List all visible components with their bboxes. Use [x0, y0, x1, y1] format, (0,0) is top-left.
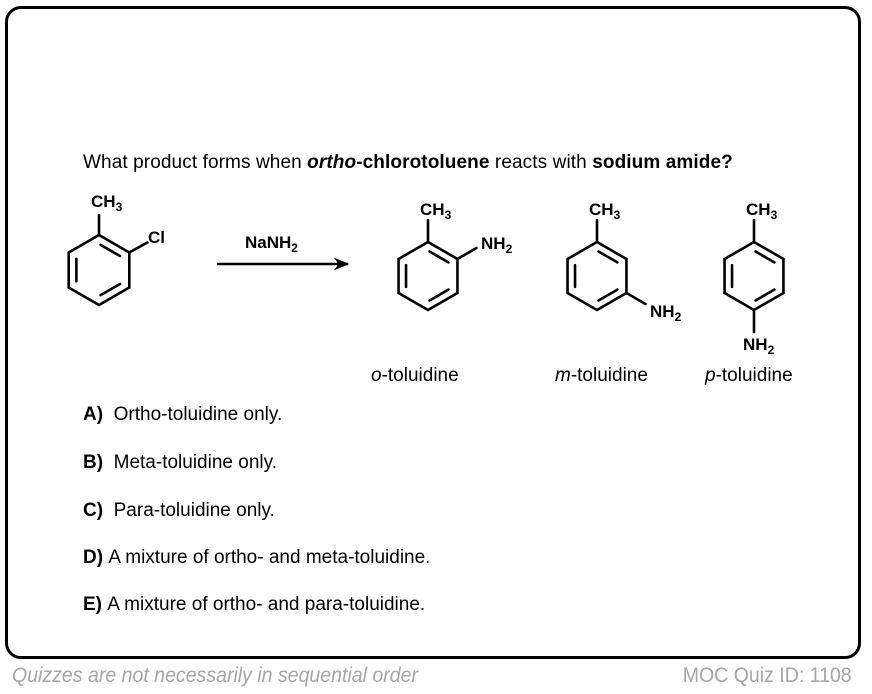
ring-double-bond [99, 243, 122, 258]
option-text: A mixture of ortho- and para-toluidine. [107, 594, 426, 615]
m-ch3-label: CH3 [589, 200, 621, 222]
quiz-card [5, 6, 861, 659]
ring-bond [426, 291, 459, 312]
ring-double-bond [99, 282, 122, 297]
question-ortho: ortho [307, 152, 357, 173]
m-nh2-label: NH2 [650, 302, 682, 324]
ring-bond [723, 291, 756, 312]
p-toluidine-structure [723, 218, 785, 334]
option-letter: E) [83, 594, 102, 615]
ring-bond [595, 291, 628, 312]
m-toluidine-name: m-toluidine [555, 365, 648, 386]
sm-ch3-label: CH3 [91, 192, 123, 214]
option-e[interactable]: E) A mixture of ortho- and para-toluidin… [83, 595, 425, 614]
amine-bond [625, 291, 647, 306]
ring-bond [397, 291, 430, 312]
option-text: Meta-toluidine only. [113, 452, 277, 473]
o-toluidine-name: o-toluidine [371, 365, 459, 386]
amine-bond [456, 246, 478, 261]
option-letter: D) [83, 547, 104, 568]
o-toluidine-structure [397, 218, 478, 312]
ring-bond [752, 240, 785, 261]
question-prefix: What product forms when [83, 152, 308, 173]
ring-bond [426, 240, 459, 261]
o-ch3-label: CH3 [420, 200, 452, 222]
option-c[interactable]: C) Para-toluidine only. [83, 501, 275, 520]
question-text: What product forms when ortho-chlorotolu… [83, 152, 733, 174]
ring-bond [67, 286, 101, 307]
option-text: Para-toluidine only. [113, 500, 275, 521]
option-b[interactable]: B) Meta-toluidine only. [83, 453, 277, 472]
ring-bond [566, 240, 599, 261]
ring-bond [723, 240, 756, 261]
starting-material-structure [67, 213, 149, 307]
reaction-scheme [67, 213, 785, 334]
ring-double-bond [754, 288, 776, 302]
m-toluidine-structure [566, 218, 647, 312]
ring-bond [566, 291, 599, 312]
reagent-label: NaNH2 [245, 233, 298, 255]
question-middle: reacts with [489, 152, 593, 173]
ring-double-bond [754, 250, 776, 264]
p-ch3-label: CH3 [746, 200, 778, 222]
o-nh2-label: NH2 [481, 234, 513, 256]
p-toluidine-name: p-toluidine [705, 365, 793, 386]
option-letter: C) [83, 500, 104, 521]
option-letter: A) [83, 404, 104, 425]
ring-bond [397, 240, 430, 261]
ring-double-bond [428, 288, 450, 302]
ring-bond [67, 233, 101, 254]
option-text: Ortho-toluidine only. [113, 404, 283, 425]
ring-bond [97, 233, 131, 254]
p-nh2-label: NH2 [743, 335, 775, 357]
question-sodium-amide: sodium amide? [592, 152, 733, 173]
option-letter: B) [83, 452, 104, 473]
quiz-id: MOC Quiz ID: 1108 [683, 664, 852, 687]
ring-bond [752, 291, 785, 312]
option-a[interactable]: A) Ortho-toluidine only. [83, 405, 282, 424]
ring-double-bond [428, 250, 450, 264]
sm-cl-label: Cl [148, 228, 165, 247]
option-text: A mixture of ortho- and meta-toluidine. [108, 547, 431, 568]
ring-bond [97, 286, 131, 307]
footer-note: Quizzes are not necessarily in sequentia… [12, 664, 419, 687]
option-d[interactable]: D) A mixture of ortho- and meta-toluidin… [83, 548, 430, 567]
question-chlorotoluene: -chlorotoluene [356, 152, 490, 173]
ring-double-bond [597, 288, 619, 302]
chloro-bond [128, 241, 149, 254]
ring-double-bond [597, 250, 619, 264]
ring-bond [595, 240, 628, 261]
